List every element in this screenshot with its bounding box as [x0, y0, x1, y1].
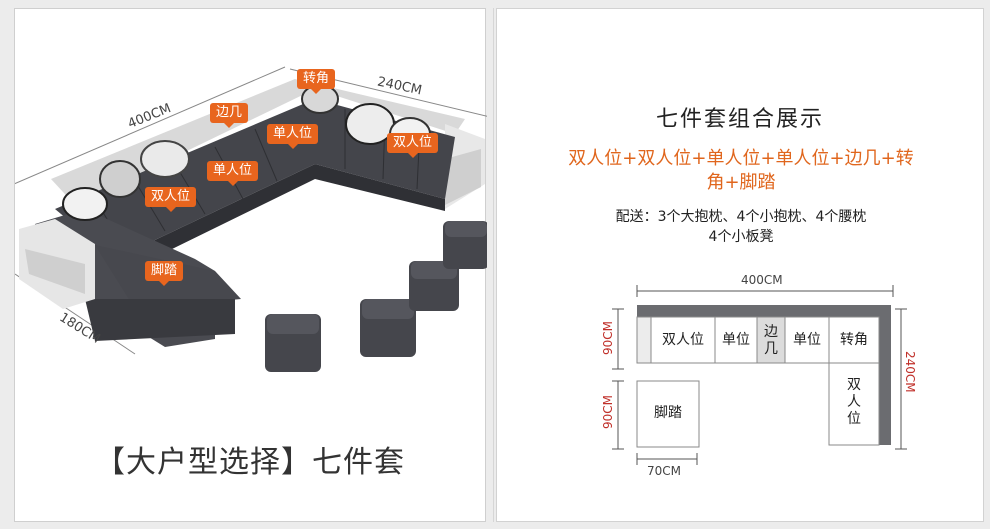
plan-cell-double-right: 双人位	[847, 377, 861, 427]
combination-line-1: 双人位+双人位+单人位+单人位+边几+转	[568, 148, 914, 169]
plan-cell-double-top: 双人位	[662, 332, 704, 348]
plan-dim-bottom: 70CM	[647, 464, 682, 478]
plan-right-band	[879, 305, 891, 445]
product-photo-panel: 400CM 240CM 180CM 转角 边几 单人位 单人位 双人位 双人位 …	[14, 8, 487, 522]
combination-title: 七件套组合展示	[655, 107, 824, 132]
tag-side-table: 边几	[210, 103, 249, 128]
plan-cell-single-2: 单位	[793, 332, 821, 348]
tag-footrest: 脚踏	[145, 261, 184, 286]
plan-cell-side-table: 边几	[764, 324, 778, 357]
accessories-line-2: 4个小板凳	[708, 229, 774, 245]
tag-corner: 转角	[297, 69, 336, 94]
tag-double-seat-b: 双人位	[387, 133, 439, 158]
combination-panel: 七件套组合展示 双人位+双人位+单人位+单人位+边几+转 角+脚踏 配送：3个大…	[496, 8, 984, 522]
tag-single-seat-a: 单人位	[267, 124, 319, 149]
combination-list: 双人位+双人位+单人位+单人位+边几+转 角+脚踏	[527, 147, 955, 195]
combination-line-2: 角+脚踏	[706, 172, 776, 193]
included-accessories: 配送：3个大抱枕、4个小抱枕、4个腰枕 4个小板凳	[537, 207, 945, 247]
floor-plan	[612, 285, 907, 465]
accessories-line-1: 配送：3个大抱枕、4个小抱枕、4个腰枕	[615, 209, 867, 225]
plan-dim-top: 400CM	[741, 273, 783, 287]
plan-cell-single-1: 单位	[722, 332, 750, 348]
tag-single-seat-b: 单人位	[207, 161, 259, 186]
stools	[265, 221, 487, 372]
panel-divider	[493, 8, 494, 522]
plan-cell-corner: 转角	[840, 332, 868, 348]
plan-cell-footrest: 脚踏	[654, 405, 682, 421]
plan-dim-left-upper: 90CM	[601, 320, 615, 355]
package-caption: 【大户型选择】七件套	[95, 445, 405, 480]
tag-double-seat-a: 双人位	[145, 187, 197, 212]
plan-dim-right: 240CM	[903, 351, 917, 393]
plan-back-band	[637, 305, 891, 317]
plan-dim-left-lower: 90CM	[601, 394, 615, 429]
